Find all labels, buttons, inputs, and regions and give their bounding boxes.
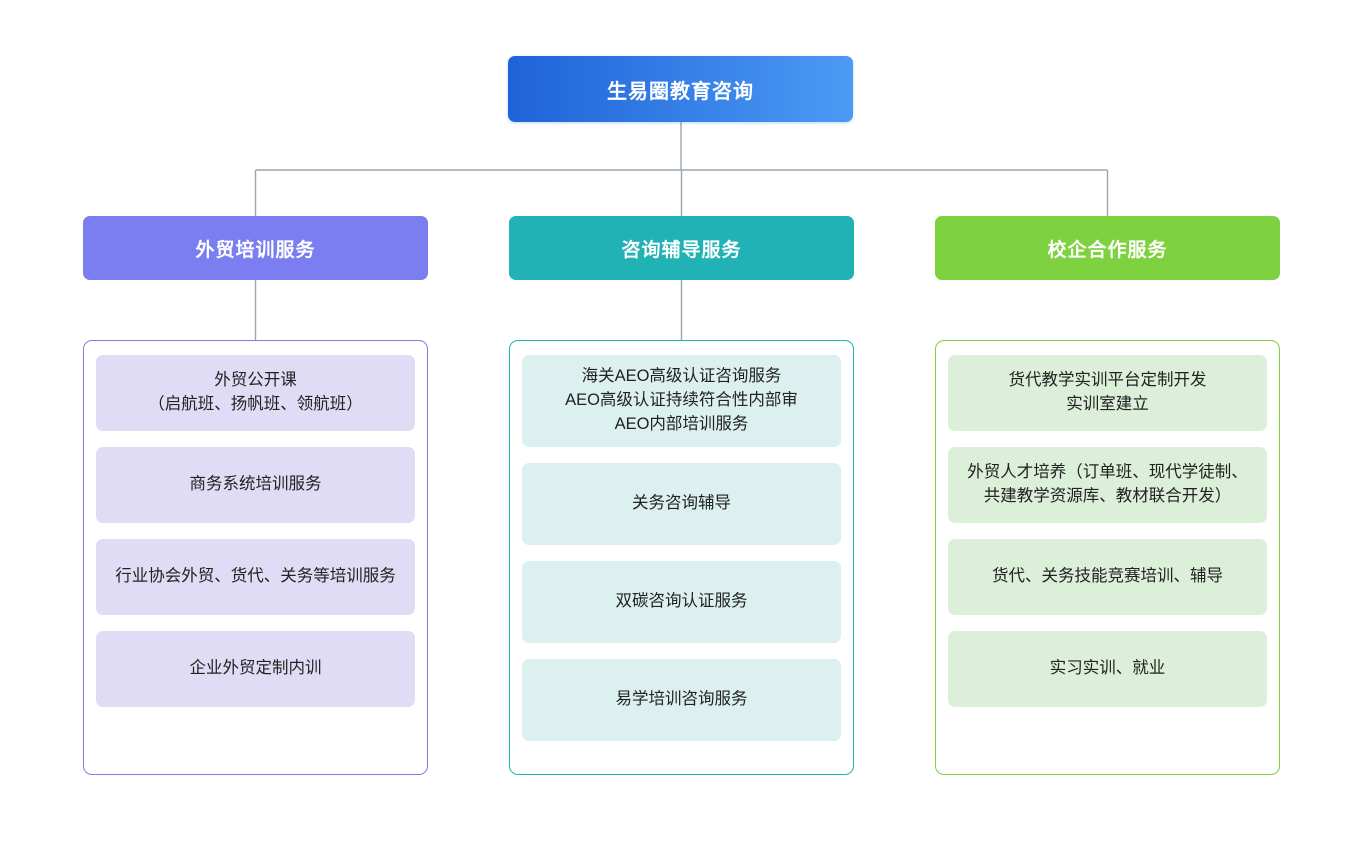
item-card[interactable]: 易学培训咨询服务 <box>522 658 841 741</box>
items-container-foreign-trade-training: 外贸公开课 （启航班、扬帆班、领航班） 商务系统培训服务 行业协会外贸、货代、关… <box>83 340 428 775</box>
item-card[interactable]: 双碳咨询认证服务 <box>522 560 841 643</box>
items-container-school-enterprise-cooperation: 货代教学实训平台定制开发 实训室建立 外贸人才培养（订单班、现代学徒制、共建教学… <box>935 340 1280 775</box>
item-card[interactable]: 外贸人才培养（订单班、现代学徒制、共建教学资源库、教材联合开发） <box>948 447 1267 523</box>
root-node[interactable]: 生易圈教育咨询 <box>508 56 853 122</box>
item-card[interactable]: 外贸公开课 （启航班、扬帆班、领航班） <box>96 355 415 431</box>
item-card[interactable]: 实习实训、就业 <box>948 631 1267 707</box>
item-card[interactable]: 行业协会外贸、货代、关务等培训服务 <box>96 539 415 615</box>
item-card[interactable]: 海关AEO高级认证咨询服务 AEO高级认证持续符合性内部审 AEO内部培训服务 <box>522 355 841 447</box>
category-header-foreign-trade-training[interactable]: 外贸培训服务 <box>83 216 428 280</box>
item-card[interactable]: 企业外贸定制内训 <box>96 631 415 707</box>
category-header-school-enterprise-cooperation[interactable]: 校企合作服务 <box>935 216 1280 280</box>
items-container-consulting-tutoring: 海关AEO高级认证咨询服务 AEO高级认证持续符合性内部审 AEO内部培训服务 … <box>509 340 854 775</box>
item-card[interactable]: 货代教学实训平台定制开发 实训室建立 <box>948 355 1267 431</box>
item-card[interactable]: 关务咨询辅导 <box>522 462 841 545</box>
item-card[interactable]: 商务系统培训服务 <box>96 447 415 523</box>
category-header-consulting-tutoring[interactable]: 咨询辅导服务 <box>509 216 854 280</box>
item-card[interactable]: 货代、关务技能竞赛培训、辅导 <box>948 539 1267 615</box>
